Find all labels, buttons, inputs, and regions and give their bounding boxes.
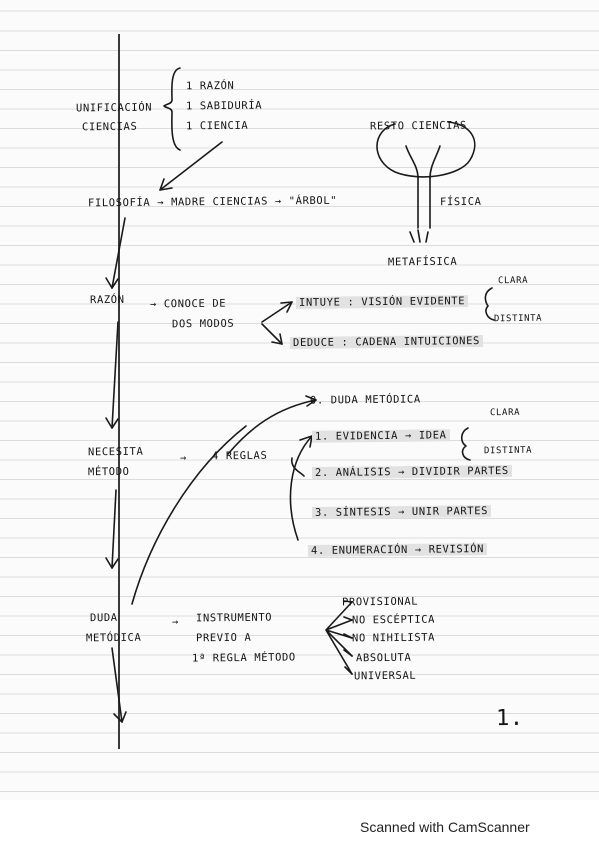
duda-arrow: → <box>171 615 179 629</box>
previo-a: PREVIO A <box>195 631 252 645</box>
metodo-label: MÉTODO <box>87 465 130 479</box>
fisica-label: FÍSICA <box>439 195 482 209</box>
metafisica-label: METAFÍSICA <box>387 255 458 269</box>
trait-provisional: PROVISIONAL <box>341 595 419 609</box>
item-razon: 1 RAZÓN <box>185 79 235 93</box>
filosofia-line: FILOSOFÍA → MADRE CIENCIAS → "ÁRBOL" <box>87 194 338 210</box>
notebook-page: UNIFICACIÓN CIENCIAS 1 RAZÓN 1 SABIDURÍA… <box>0 0 599 800</box>
trait-universal: UNIVERSAL <box>353 669 417 683</box>
primera-regla: 1ª REGLA MÉTODO <box>191 651 296 665</box>
page-number: 1. <box>495 705 524 732</box>
regla-0-duda: 0. DUDA METÓDICA <box>309 393 421 407</box>
regla-1-distinta: DISTINTA <box>483 445 533 457</box>
necesita-label: NECESITA <box>87 445 144 459</box>
unificacion-label: UNIFICACIÓN <box>75 101 153 115</box>
duda-label: DUDA <box>89 611 118 625</box>
regla-2: 2. ANÁLISIS → DIVIDIR PARTES <box>311 464 512 480</box>
ciencias-label: CIENCIAS <box>81 120 138 134</box>
intuye-distinta: DISTINTA <box>493 313 543 325</box>
metodo-arrow: → <box>179 451 187 465</box>
regla-1-clara: CLARA <box>489 407 521 419</box>
razon-desc-1: → CONOCE DE <box>149 297 227 311</box>
instrumento: INSTRUMENTO <box>195 611 273 625</box>
metodica-label: METÓDICA <box>85 631 142 645</box>
intuye-clara: CLARA <box>497 275 529 287</box>
item-sabiduria: 1 SABIDURÍA <box>185 99 263 113</box>
deduce-line: DEDUCE : CADENA INTUICIONES <box>289 334 483 350</box>
trait-no-nihilista: NO NIHILISTA <box>351 631 436 645</box>
resto-ciencias: RESTO CIENCIAS <box>369 119 467 133</box>
trait-absoluta: ABSOLUTA <box>355 651 412 665</box>
handwritten-arrows <box>105 67 495 723</box>
intuye-line: INTUYE : VISIÓN EVIDENTE <box>295 295 469 309</box>
trait-no-esceptica: NO ESCÉPTICA <box>351 613 436 627</box>
cuatro-reglas: 4 REGLAS <box>211 449 268 463</box>
razon-desc-2: DOS MODOS <box>171 317 235 331</box>
regla-3: 3. SÍNTESIS → UNIR PARTES <box>311 505 492 519</box>
scanner-watermark: Scanned with CamScanner <box>360 819 530 835</box>
razon-label: RAZÓN <box>89 293 125 307</box>
regla-1: 1. EVIDENCIA → IDEA <box>311 429 450 443</box>
item-ciencia: 1 CIENCIA <box>185 119 249 133</box>
regla-4: 4. ENUMERACIÓN → REVISIÓN <box>307 543 488 557</box>
